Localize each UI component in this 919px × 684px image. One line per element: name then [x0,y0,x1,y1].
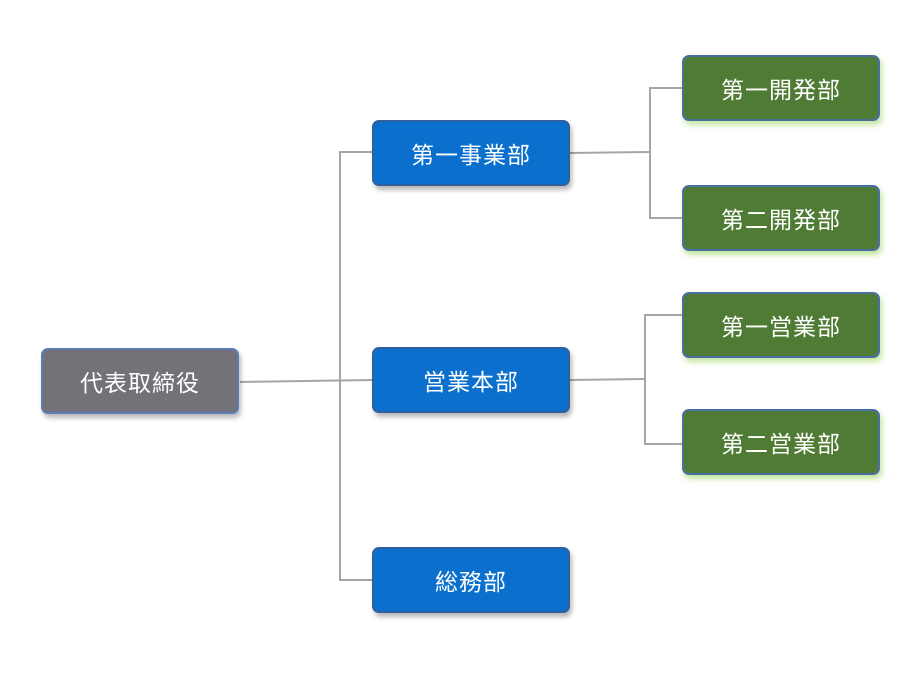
node-label: 総務部 [435,570,507,596]
node-division-3: 総務部 [372,547,570,613]
node-division-1: 第一事業部 [372,120,570,186]
connector-division-trunk [339,151,372,581]
node-label: 第一開発部 [721,78,841,104]
connector-root-to-divisions [239,379,373,383]
connector-division1-to-departments [569,151,651,154]
node-label: 代表取締役 [80,371,200,397]
node-representative-director: 代表取締役 [41,348,239,414]
node-label: 第二開発部 [721,208,841,234]
node-division-2: 営業本部 [372,347,570,413]
node-label: 第一営業部 [721,315,841,341]
node-label: 第一事業部 [411,143,531,169]
connector-division1-department-trunk [649,87,682,219]
node-department-2-2: 第二営業部 [682,409,880,475]
node-department-1-1: 第一開発部 [682,55,880,121]
node-department-1-2: 第二開発部 [682,185,880,251]
connector-division2-to-departments [569,378,646,381]
node-label: 営業本部 [423,370,519,396]
node-label: 第二営業部 [721,432,841,458]
connector-division2-department-trunk [644,314,682,445]
node-department-2-1: 第一営業部 [682,292,880,358]
